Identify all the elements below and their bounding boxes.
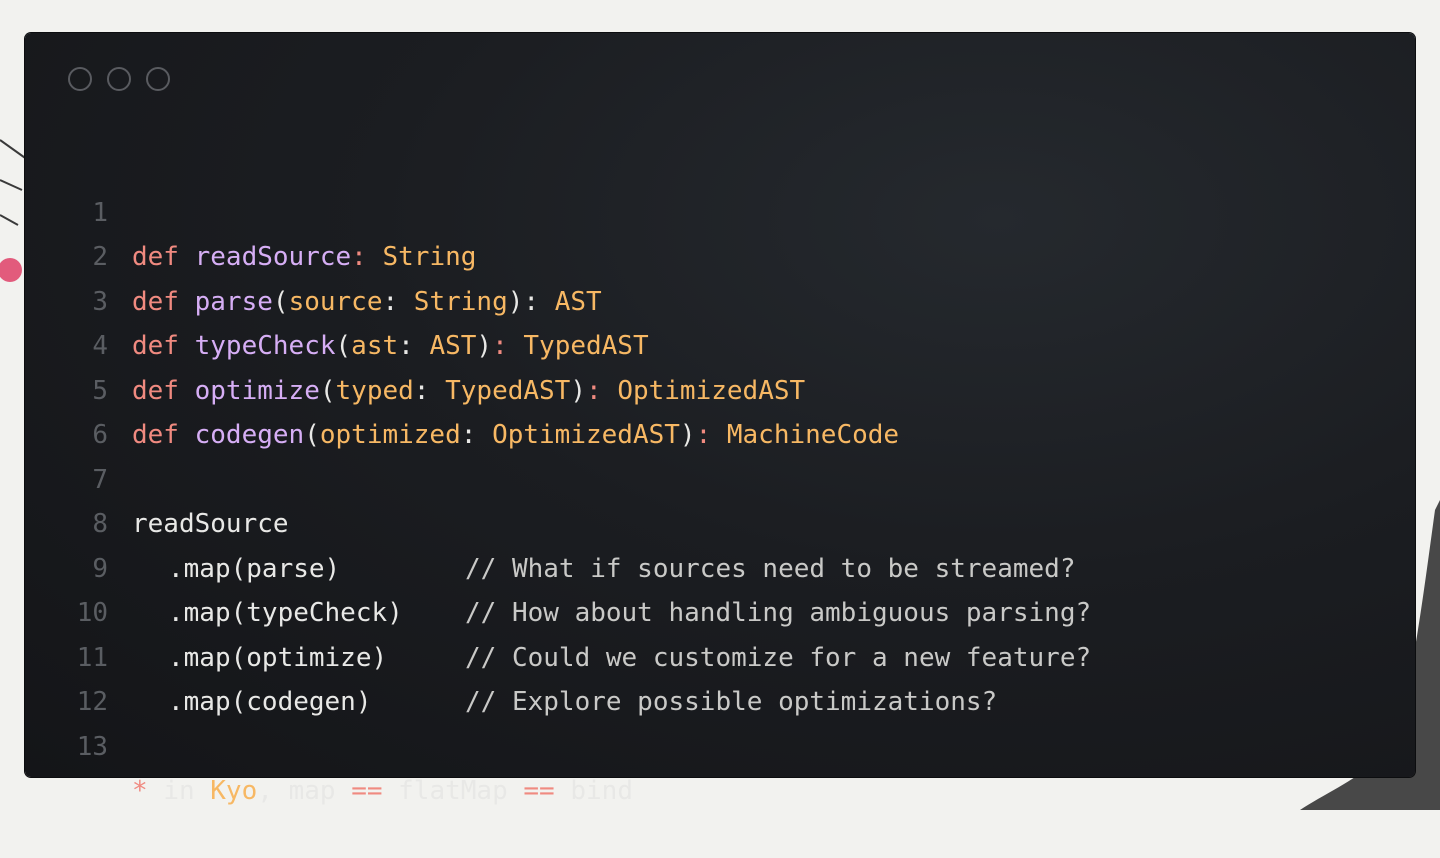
keyword: def: [132, 331, 179, 361]
minimize-window-button[interactable]: [107, 67, 131, 91]
line-content: def optimize(typed: TypedAST): Optimized…: [132, 369, 805, 414]
code-line: 1 def readSource: String: [25, 146, 1415, 273]
code-expression: .map(codegen): [168, 687, 372, 717]
code-line: 11 .map(codegen): [25, 591, 1415, 718]
code-block: 1 def readSource: String 2 def parse(sou…: [25, 146, 1415, 807]
code-comment: // Explore possible optimizations?: [465, 687, 998, 717]
paren: ): [476, 331, 493, 361]
code-line: 3 def typeCheck(ast: AST): TypedAST: [25, 235, 1415, 362]
word-bind: bind: [570, 776, 633, 806]
code-line: 10 .map(optimize) // Explore possible op…: [25, 547, 1415, 717]
param-type: String: [413, 286, 508, 317]
code-expression: .map(optimize): [168, 642, 388, 673]
asterisk: *: [132, 776, 148, 806]
paren: (: [335, 331, 352, 361]
line-content: readSource: [132, 502, 289, 547]
return-type: TypedAST: [523, 331, 649, 361]
line-content: def readSource: String: [132, 235, 476, 280]
equals-operator: ==: [351, 776, 383, 806]
code-line: 4 def optimize(typed: TypedAST): Optimiz…: [25, 280, 1415, 406]
paren: (: [304, 420, 320, 450]
colon: :: [695, 420, 712, 450]
param-name: typed: [335, 375, 414, 406]
code-line: 2 def parse(source: String): AST: [25, 191, 1415, 317]
colon: :: [351, 242, 367, 272]
kyo-name: Kyo: [210, 776, 258, 806]
line-number: 9: [92, 553, 108, 584]
keyword: def: [132, 286, 179, 317]
line-number: 7: [92, 464, 108, 495]
colon: :: [492, 331, 508, 361]
function-name: parse: [194, 286, 273, 317]
code-line: 8 .map(parse) // How about handling ambi…: [25, 458, 1415, 628]
colon: :: [398, 331, 414, 361]
function-name: codegen: [194, 420, 305, 450]
param-type: TypedAST: [445, 375, 571, 406]
code-comment: // What if sources need to be streamed?: [465, 553, 1076, 584]
keyword: def: [132, 242, 179, 272]
return-type: OptimizedAST: [617, 375, 806, 406]
close-window-button[interactable]: [68, 67, 92, 91]
word-flatmap: flatMap: [398, 776, 508, 806]
ink-branch-decoration-left: [0, 139, 29, 282]
word-map: map: [288, 776, 336, 806]
return-type: MachineCode: [726, 420, 900, 450]
colon: :: [382, 286, 399, 317]
code-window: 1 def readSource: String 2 def parse(sou…: [25, 33, 1415, 807]
colon: :: [413, 375, 430, 406]
line-number: 1: [92, 197, 108, 228]
comma: ,: [257, 776, 273, 806]
return-type: String: [382, 242, 477, 272]
line-number: 4: [92, 331, 108, 361]
param-type: OptimizedAST: [492, 420, 680, 450]
function-name: typeCheck: [194, 331, 336, 361]
function-name: readSource: [194, 242, 352, 272]
zoom-window-button[interactable]: [146, 67, 170, 91]
code-comment: // How about handling ambiguous parsing?: [465, 598, 1092, 628]
param-name: source: [288, 286, 383, 317]
line-content: def typeCheck(ast: AST): TypedAST: [132, 324, 649, 369]
param-name: optimized: [319, 420, 461, 450]
code-line: 7 readSource // What if sources need to …: [25, 413, 1415, 584]
line-content: def codegen(optimized: OptimizedAST): Ma…: [132, 413, 899, 458]
line-number: 10: [76, 598, 108, 628]
line-number: 6: [92, 420, 108, 450]
code-line: 12: [25, 636, 1415, 717]
paren: ): [570, 375, 586, 406]
line-number: 13: [76, 731, 108, 762]
code-expression: readSource: [132, 509, 289, 539]
keyword: def: [132, 420, 179, 450]
code-line: 5 def codegen(optimized: OptimizedAST): …: [25, 324, 1415, 451]
line-content: * in Kyo, map == flatMap == bind: [132, 769, 633, 814]
paren: ): [507, 286, 524, 317]
line-content: def parse(source: String): AST: [132, 280, 602, 325]
line-number: 3: [92, 286, 108, 317]
code-line: 13 * in Kyo, map == flatMap == bind: [25, 680, 1415, 807]
line-number: 2: [92, 242, 108, 272]
window-controls: [68, 67, 170, 91]
line-number: 5: [92, 375, 108, 406]
word-in: in: [163, 776, 195, 806]
return-type: AST: [554, 286, 602, 317]
code-line: 6: [25, 369, 1415, 450]
colon: :: [523, 286, 540, 317]
line-number: 11: [76, 642, 108, 673]
code-line: 9 .map(typeCheck) // Could we customize …: [25, 502, 1415, 673]
equals-operator: ==: [523, 776, 555, 806]
paren: (: [319, 375, 336, 406]
param-name: ast: [351, 331, 399, 361]
line-number: 8: [92, 509, 108, 539]
line-number: 12: [76, 687, 108, 717]
code-comment: // Could we customize for a new feature?: [465, 642, 1092, 673]
param-type: AST: [429, 331, 477, 361]
paren: (: [272, 286, 289, 317]
function-name: optimize: [194, 375, 320, 406]
colon: :: [586, 375, 602, 406]
colon: :: [460, 420, 477, 450]
code-expression: .map(parse): [168, 553, 341, 584]
paren: ): [679, 420, 696, 450]
keyword: def: [132, 375, 179, 406]
code-expression: .map(typeCheck): [168, 598, 403, 628]
